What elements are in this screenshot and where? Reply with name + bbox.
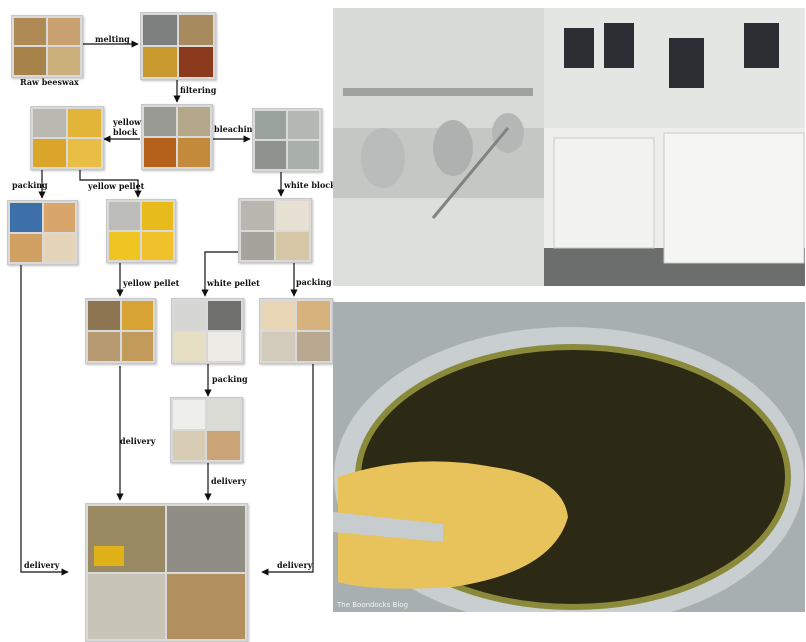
tile-filter-1 <box>144 107 176 136</box>
photo-melting-wax-pot: The Boondocks Blog <box>333 302 805 612</box>
tile-wblock-1 <box>241 201 274 230</box>
tile-ypel-3 <box>109 232 140 260</box>
label-delivery-left: delivery <box>24 561 59 570</box>
tile-raw-4 <box>48 47 80 75</box>
tile-packr-4 <box>297 332 330 361</box>
tile-packm-2 <box>207 400 240 429</box>
label-filtering: filtering <box>180 86 216 95</box>
label-raw-beeswax: Raw beeswax <box>20 78 79 87</box>
tile-deliv-4 <box>167 574 245 639</box>
factory-illustration <box>333 8 544 286</box>
node-filtering <box>141 104 213 170</box>
tile-melt-2 <box>179 15 213 45</box>
tile-bleach-3 <box>255 141 286 169</box>
label-delivery-center-2: delivery <box>211 477 246 486</box>
tile-packl-2 <box>44 203 75 232</box>
tile-wblock-2 <box>276 201 309 230</box>
tile-ypack-1 <box>88 301 120 330</box>
tile-ypack-2 <box>122 301 153 330</box>
tile-packm-4 <box>207 431 240 460</box>
tile-melt-1 <box>143 15 177 45</box>
label-delivery-right: delivery <box>277 561 312 570</box>
tile-raw-2 <box>48 18 80 45</box>
tile-packl-4 <box>44 234 75 262</box>
node-yellow-pellet-packed <box>85 298 156 364</box>
tile-raw-1 <box>14 18 46 45</box>
tile-packr-2 <box>297 301 330 330</box>
melting-pot-illustration <box>333 302 805 612</box>
tile-packl-1 <box>10 203 42 232</box>
tile-packm-3 <box>173 431 205 460</box>
tile-yblock-3 <box>33 139 66 167</box>
tile-packr-1 <box>262 301 295 330</box>
tile-bleach-4 <box>288 141 319 169</box>
arrow-white-pellet <box>205 252 238 296</box>
tile-deliv-2 <box>167 506 245 572</box>
tile-ypack-3 <box>88 332 120 361</box>
node-white-pellet <box>171 298 244 364</box>
tile-wblock-4 <box>276 232 309 260</box>
tile-deliv-3 <box>88 574 165 639</box>
label-yellow-block-line1: yellow <box>113 118 141 127</box>
label-white-pellet: white pellet <box>207 279 260 288</box>
tile-yblock-4 <box>68 139 101 167</box>
tile-deliv-truck <box>94 546 124 566</box>
tile-wpel-4 <box>208 332 241 361</box>
node-packing-white-pellet <box>170 397 243 463</box>
photo-warehouse-bags <box>544 8 805 286</box>
label-packing-mid: packing <box>212 375 248 384</box>
process-flowchart: Raw beeswax melting filtering yellow blo… <box>0 0 332 642</box>
tile-yblock-1 <box>33 109 66 137</box>
node-yellow-block <box>30 106 104 170</box>
node-raw-beeswax <box>11 15 83 78</box>
photo-factory-tanks <box>333 8 544 286</box>
tile-raw-3 <box>14 47 46 75</box>
tile-ypel-4 <box>142 232 173 260</box>
label-packing-left: packing <box>12 181 48 190</box>
watermark-text: The Boondocks Blog <box>337 601 408 609</box>
arrow-delivery-right <box>262 362 313 572</box>
tile-filter-4 <box>178 138 210 167</box>
tile-filter-3 <box>144 138 176 167</box>
tile-ypel-2 <box>142 202 173 230</box>
label-melting: melting <box>95 35 130 44</box>
node-melting <box>140 12 216 80</box>
tile-packr-3 <box>262 332 295 361</box>
arrow-delivery-left <box>21 264 68 572</box>
label-packing-right: packing <box>296 278 332 287</box>
tile-packm-1 <box>173 400 205 429</box>
tile-melt-3 <box>143 47 177 77</box>
tile-packl-3 <box>10 234 42 262</box>
warehouse-illustration <box>544 8 805 286</box>
tile-bleach-1 <box>255 111 286 139</box>
label-yellow-pellet-2: yellow pellet <box>123 279 179 288</box>
tile-filter-2 <box>178 107 210 136</box>
label-yellow-block-line2: block <box>113 128 137 137</box>
label-yellow-pellet-1: yellow pellet <box>88 182 144 191</box>
tile-wpel-3 <box>174 332 206 361</box>
tile-melt-4 <box>179 47 213 77</box>
tile-ypack-4 <box>122 332 153 361</box>
node-bleaching <box>252 108 322 172</box>
node-delivery <box>85 503 248 642</box>
node-packing-white <box>259 298 333 364</box>
node-packing-yellow-block <box>7 200 78 265</box>
tile-ypel-1 <box>109 202 140 230</box>
node-yellow-pellet <box>106 199 176 263</box>
label-delivery-center-1: delivery <box>120 437 155 446</box>
tile-bleach-2 <box>288 111 319 139</box>
node-white-block <box>238 198 312 263</box>
tile-yblock-2 <box>68 109 101 137</box>
tile-wpel-1 <box>174 301 206 330</box>
tile-wpel-2 <box>208 301 241 330</box>
tile-wblock-3 <box>241 232 274 260</box>
label-white-block: white block <box>284 181 336 190</box>
